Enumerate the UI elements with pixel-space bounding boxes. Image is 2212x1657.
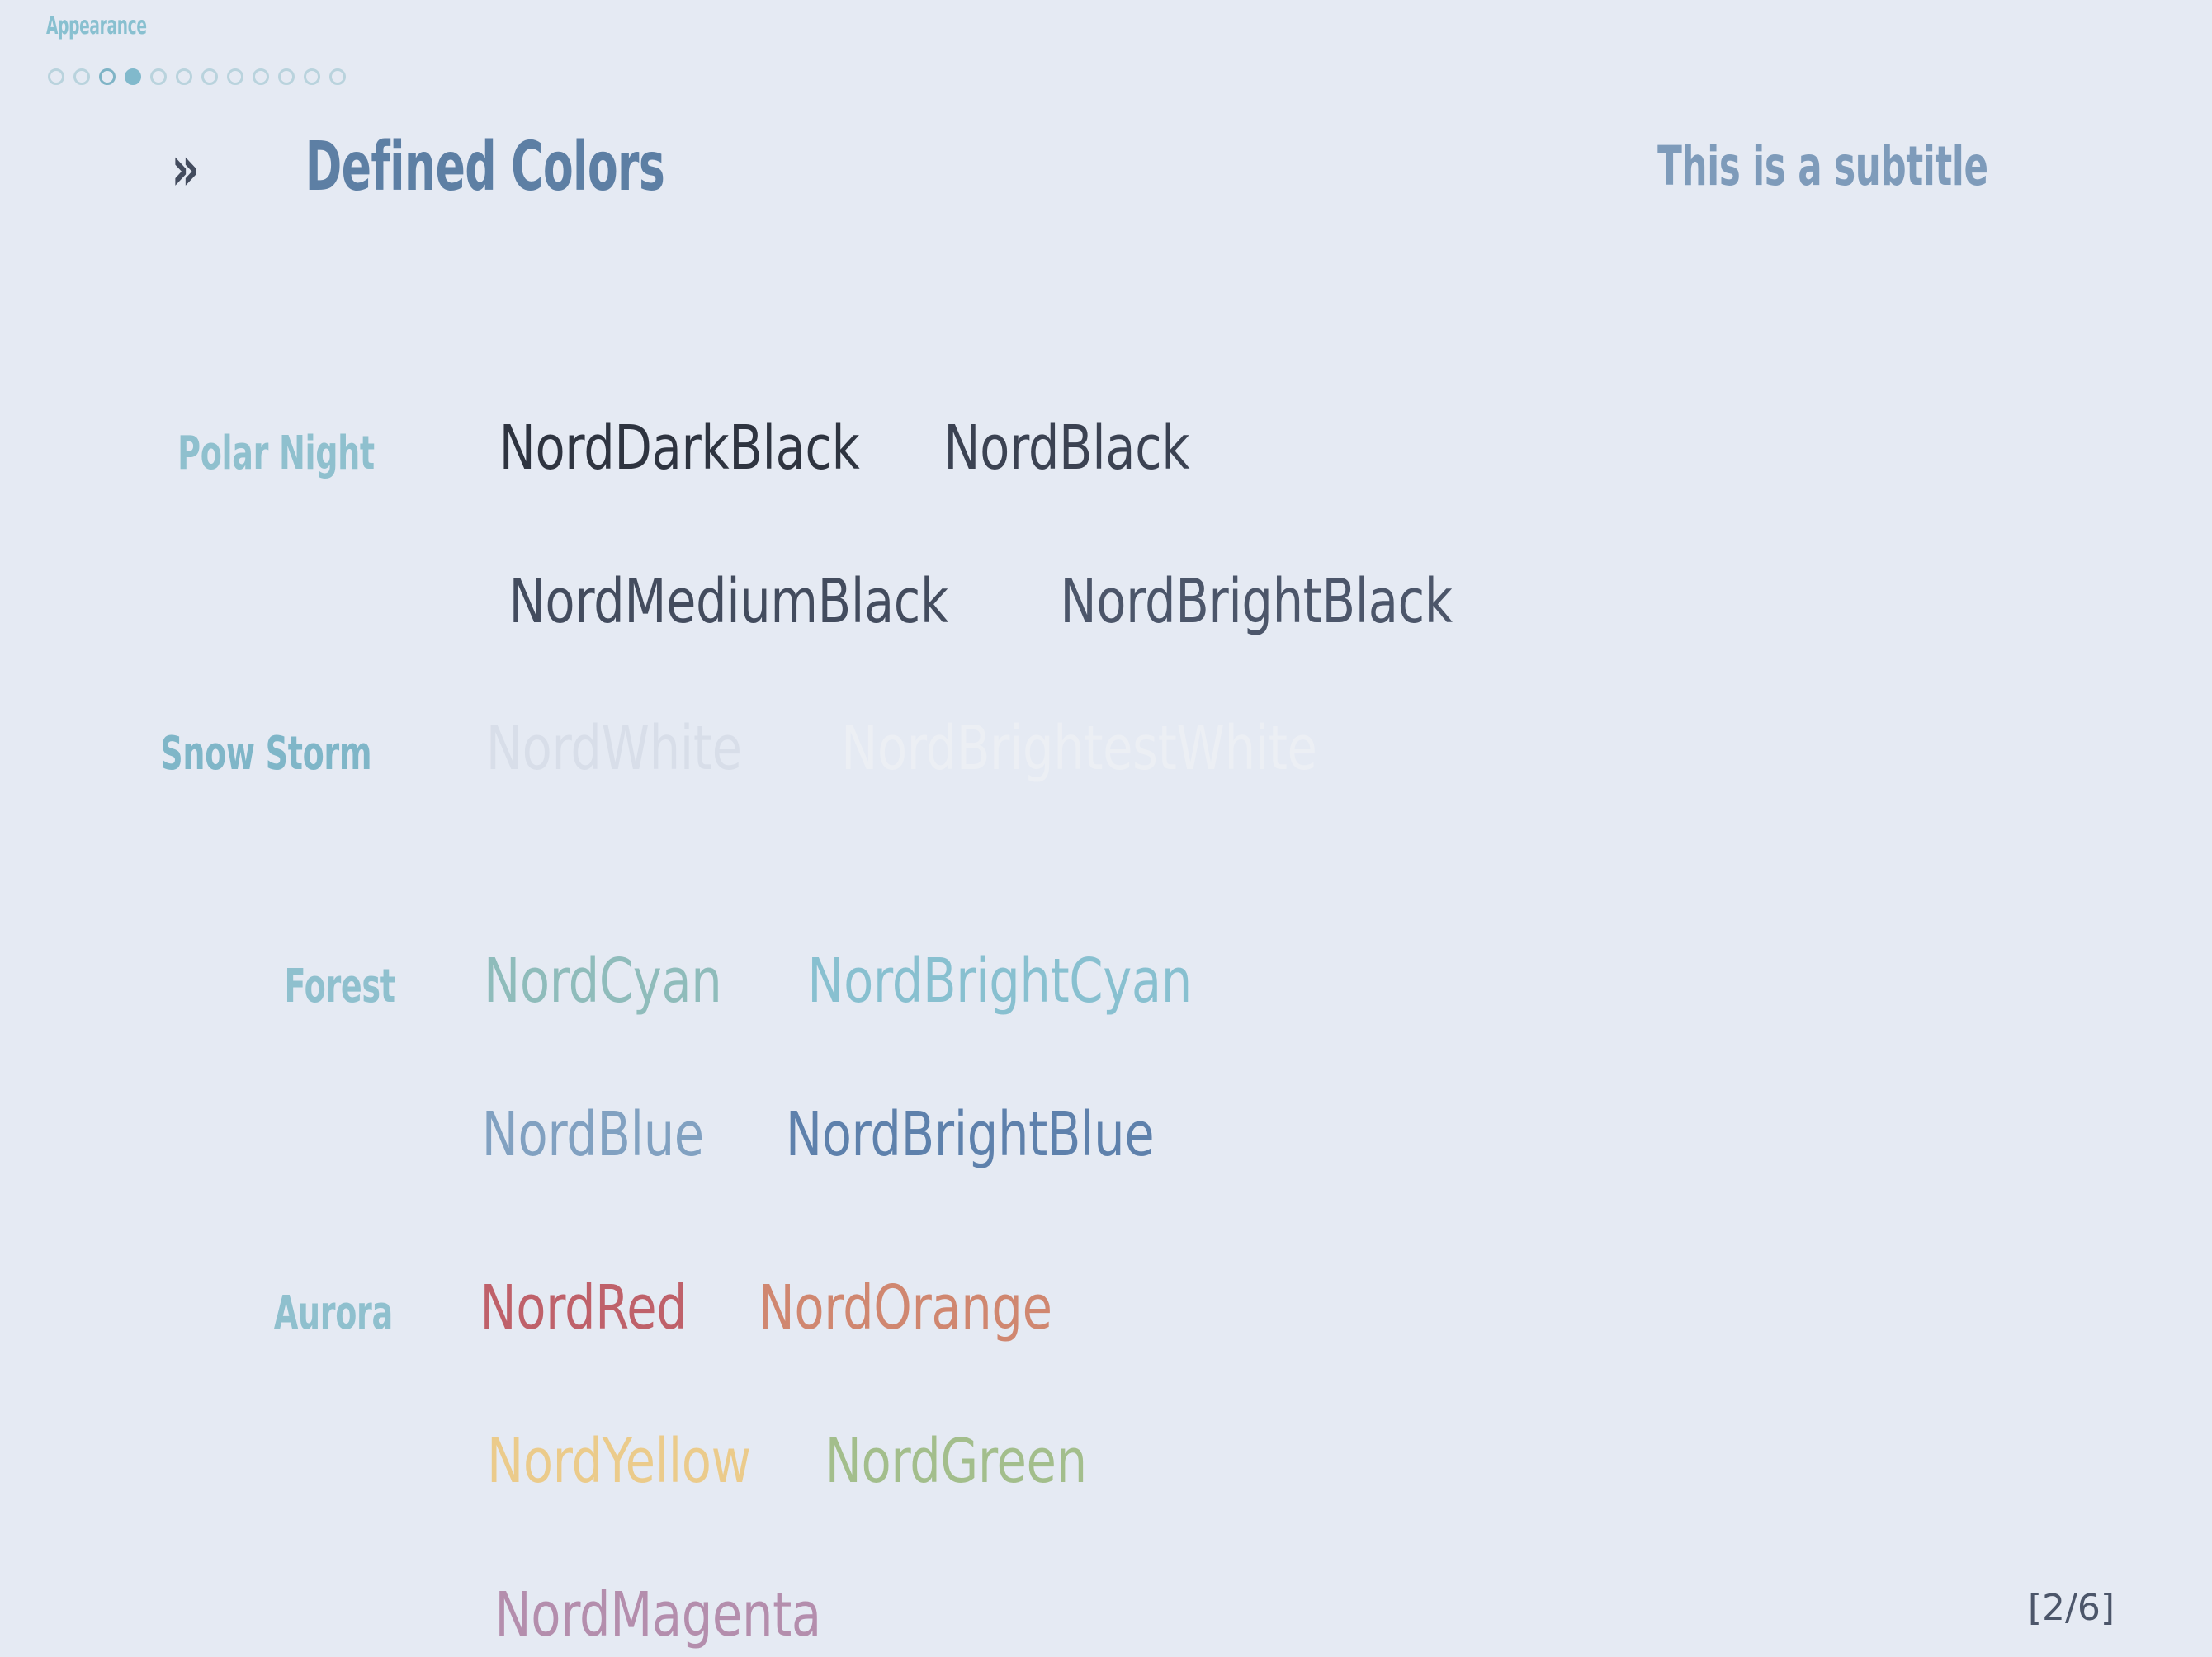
page-title: Defined Colors <box>305 128 665 206</box>
color-name-NordMagenta: NordMagenta <box>494 1579 821 1650</box>
progress-dot-1[interactable] <box>48 68 64 85</box>
palette-group-label: Aurora <box>274 1286 394 1340</box>
palette-row: Polar Night NordDarkBlack NordBlack <box>0 413 2212 484</box>
palette-group-label-cell: Snow Storm <box>0 727 421 781</box>
frame-subtitle: This is a subtitle <box>1657 135 1988 198</box>
palette-swatch-list: NordWhite NordBrightestWhite <box>421 713 1385 784</box>
palette-swatch-list: NordBlue NordBrightBlue <box>421 1099 1209 1170</box>
palette-swatch-list: NordMediumBlack NordBrightBlack <box>421 566 1510 637</box>
group-gap <box>0 642 2212 713</box>
palette-group-label: Snow Storm <box>159 727 371 781</box>
progress-dot-6[interactable] <box>176 68 192 85</box>
palette-row: NordMagenta <box>0 1579 2212 1650</box>
palette-group-label: Forest <box>284 960 395 1013</box>
color-name-NordYellow: NordYellow <box>486 1426 751 1497</box>
row-spacer <box>0 1343 2212 1426</box>
palette-group-label-cell: Aurora <box>0 1286 421 1340</box>
progress-dot-9[interactable] <box>253 68 269 85</box>
color-name-NordMediumBlack: NordMediumBlack <box>508 566 949 637</box>
palette-swatch-list: NordDarkBlack NordBlack <box>421 413 1228 484</box>
color-name-NordBlue: NordBlue <box>481 1099 705 1170</box>
color-name-NordCyan: NordCyan <box>484 946 722 1017</box>
color-name-NordWhite: NordWhite <box>485 713 742 784</box>
palette-row: Snow Storm NordWhite NordBrightestWhite <box>0 713 2212 784</box>
palette-swatch-list: NordMagenta <box>421 1579 870 1650</box>
progress-dot-8[interactable] <box>227 68 243 85</box>
progress-dot-12[interactable] <box>329 68 346 85</box>
color-name-NordRed: NordRed <box>480 1272 688 1343</box>
color-name-NordDarkBlack: NordDarkBlack <box>499 413 860 484</box>
title-row: » Defined Colors This is a subtitle <box>0 128 2212 219</box>
progress-dot-3[interactable] <box>99 68 116 85</box>
row-spacer <box>0 1017 2212 1099</box>
color-name-NordBrightestWhite: NordBrightestWhite <box>841 713 1317 784</box>
progress-dot-5[interactable] <box>150 68 167 85</box>
progress-dot-10[interactable] <box>278 68 295 85</box>
palette-row: Forest NordCyan NordBrightCyan <box>0 946 2212 1017</box>
palette-group: Snow Storm NordWhite NordBrightestWhite <box>0 713 2212 784</box>
progress-dot-2[interactable] <box>73 68 90 85</box>
progress-dot-11[interactable] <box>304 68 320 85</box>
row-spacer <box>0 1497 2212 1579</box>
color-name-NordBrightBlack: NordBrightBlack <box>1060 566 1453 637</box>
color-name-NordBrightBlue: NordBrightBlue <box>786 1099 1155 1170</box>
palette-group-label-cell: Polar Night <box>0 427 421 480</box>
color-name-NordBrightCyan: NordBrightCyan <box>807 946 1193 1017</box>
group-gap <box>0 789 2212 946</box>
palette-group-label: Polar Night <box>177 427 375 480</box>
frame-title: » Defined Colors <box>165 128 759 206</box>
palette-swatch-list: NordCyan NordBrightCyan <box>421 946 1249 1017</box>
palette-row: NordMediumBlack NordBrightBlack <box>0 566 2212 637</box>
double-chevron-icon: » <box>171 131 200 205</box>
progress-dot-4[interactable] <box>125 68 141 85</box>
palette-group-label-cell: Forest <box>0 960 421 1013</box>
slide-progress-dots[interactable] <box>48 68 346 85</box>
palette-row: Aurora NordRed NordOrange <box>0 1272 2212 1343</box>
group-gap <box>0 1175 2212 1272</box>
palette-row: NordBlue NordBrightBlue <box>0 1099 2212 1170</box>
palette-row: NordYellow NordGreen <box>0 1426 2212 1497</box>
color-name-NordGreen: NordGreen <box>825 1426 1087 1497</box>
row-spacer <box>0 484 2212 566</box>
progress-dot-7[interactable] <box>201 68 218 85</box>
section-label: Appearance <box>46 12 147 40</box>
palette-swatch-list: NordRed NordOrange <box>421 1272 1097 1343</box>
color-name-NordBlack: NordBlack <box>943 413 1190 484</box>
page-number: [2/6] <box>2027 1587 2115 1629</box>
color-name-NordOrange: NordOrange <box>758 1272 1052 1343</box>
palette-swatch-list: NordYellow NordGreen <box>421 1426 1127 1497</box>
